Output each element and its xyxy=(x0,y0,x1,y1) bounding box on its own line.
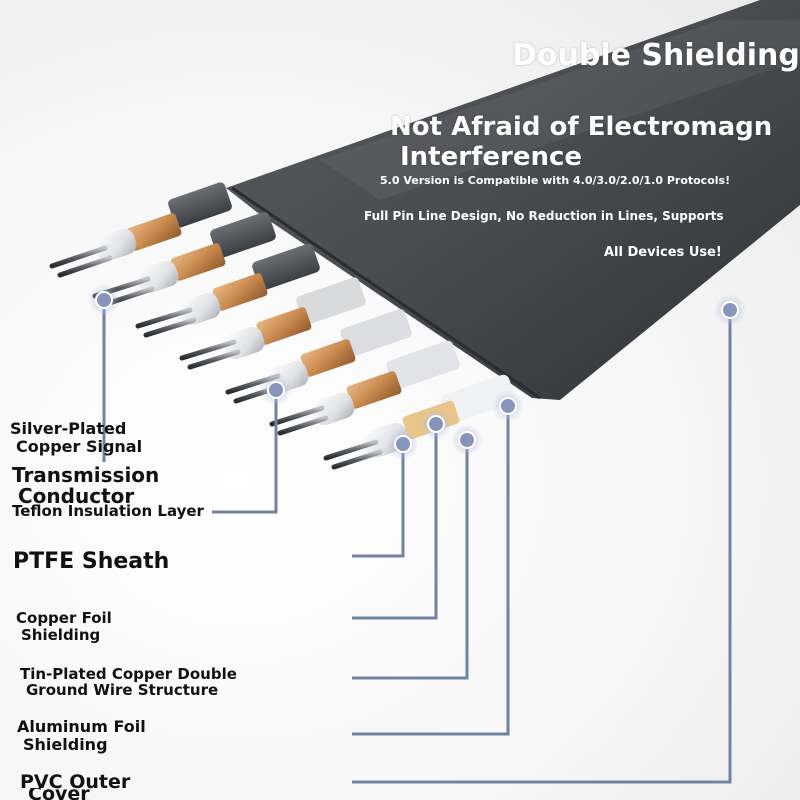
feature-devices: All Devices Use! xyxy=(604,245,722,260)
feature-compat: 5.0 Version is Compatible with 4.0/3.0/2… xyxy=(380,174,731,187)
callout-dot xyxy=(721,301,739,319)
cable-core xyxy=(49,182,232,278)
cable-core xyxy=(179,277,366,370)
callout-dot xyxy=(267,381,285,399)
cable-core xyxy=(135,243,320,338)
label-conductor-line1: Transmission xyxy=(12,463,160,487)
headline-line2: Interference xyxy=(400,142,583,172)
callout-line-teflon xyxy=(212,390,278,514)
label-signal-line1: Silver-Plated xyxy=(10,419,127,438)
callout-dot xyxy=(95,291,113,309)
callout-dots xyxy=(88,284,746,460)
label-teflon: Teflon Insulation Layer xyxy=(12,502,204,520)
headline-title: Double Shielding xyxy=(512,38,800,73)
jacket-sheen xyxy=(320,20,800,200)
callout-line-aluminum xyxy=(352,406,510,736)
callout-lines xyxy=(102,300,732,784)
cable-core xyxy=(269,340,460,436)
label-copper-foil-line1: Copper Foil xyxy=(16,609,112,627)
callout-dot xyxy=(458,431,476,449)
callout-dot xyxy=(394,435,412,453)
label-copper-foil-line2: Shielding xyxy=(21,626,101,644)
label-aluminum-line2: Shielding xyxy=(23,735,108,754)
callout-dot xyxy=(427,415,445,433)
label-pvc-line2: Cover xyxy=(28,788,90,800)
label-conductor-line2: Conductor xyxy=(18,484,135,508)
label-ground-line2: Ground Wire Structure xyxy=(26,681,219,699)
callout-line-copper-foil xyxy=(352,424,438,620)
callout-dot xyxy=(499,397,517,415)
label-pvc-line1: PVC Outer xyxy=(20,771,131,793)
label-signal-line2: Copper Signal xyxy=(16,437,143,456)
cable-core xyxy=(323,374,516,470)
callout-line-ground xyxy=(352,440,469,680)
pvc-outer-cover-shape xyxy=(226,0,800,400)
feature-pins: Full Pin Line Design, No Reduction in Li… xyxy=(364,209,724,223)
label-ground-line1: Tin-Plated Copper Double xyxy=(20,665,237,683)
label-aluminum-line1: Aluminum Foil xyxy=(17,717,146,736)
jacket-edge xyxy=(231,186,541,400)
callout-line-ptfe xyxy=(352,444,405,558)
headline-line1: Not Afraid of Electromagn xyxy=(390,112,773,142)
label-ptfe: PTFE Sheath xyxy=(13,549,170,574)
callout-line-pvc xyxy=(352,310,732,784)
